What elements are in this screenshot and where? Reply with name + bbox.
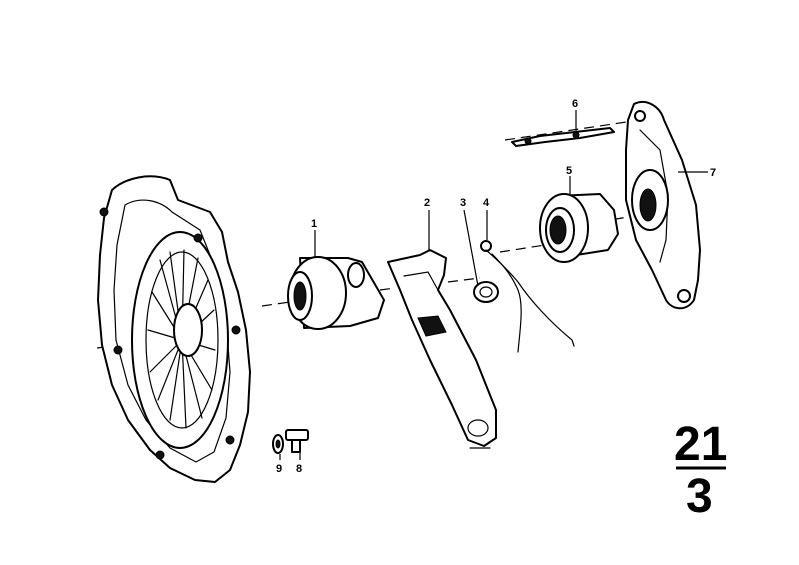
callout-4: 4: [483, 197, 490, 209]
clip: [473, 281, 499, 303]
group-main-number: 21: [674, 418, 727, 471]
housing-cover: [625, 101, 701, 310]
callout-labels: 1 2 3 4 5 6 7 8 9: [276, 98, 716, 475]
bolt: [285, 429, 309, 453]
washer: [272, 434, 284, 454]
group-sub-number: 3: [686, 470, 713, 523]
retaining-spring: [511, 127, 615, 147]
release-fork: [387, 249, 497, 449]
return-spring: [480, 240, 575, 353]
callout-3: 3: [460, 197, 466, 209]
release-bearing: [287, 256, 385, 330]
callout-6: 6: [572, 98, 578, 110]
callout-5: 5: [566, 165, 572, 177]
guide-sleeve: [539, 193, 619, 263]
leader-lines: [279, 110, 708, 460]
callout-1: 1: [311, 218, 317, 230]
callout-7: 7: [710, 167, 716, 179]
callout-8: 8: [296, 463, 302, 475]
callout-9: 9: [276, 463, 282, 475]
group-number: 21 3: [674, 418, 727, 523]
clutch-pressure-plate: [97, 175, 251, 483]
callout-2: 2: [424, 197, 430, 209]
